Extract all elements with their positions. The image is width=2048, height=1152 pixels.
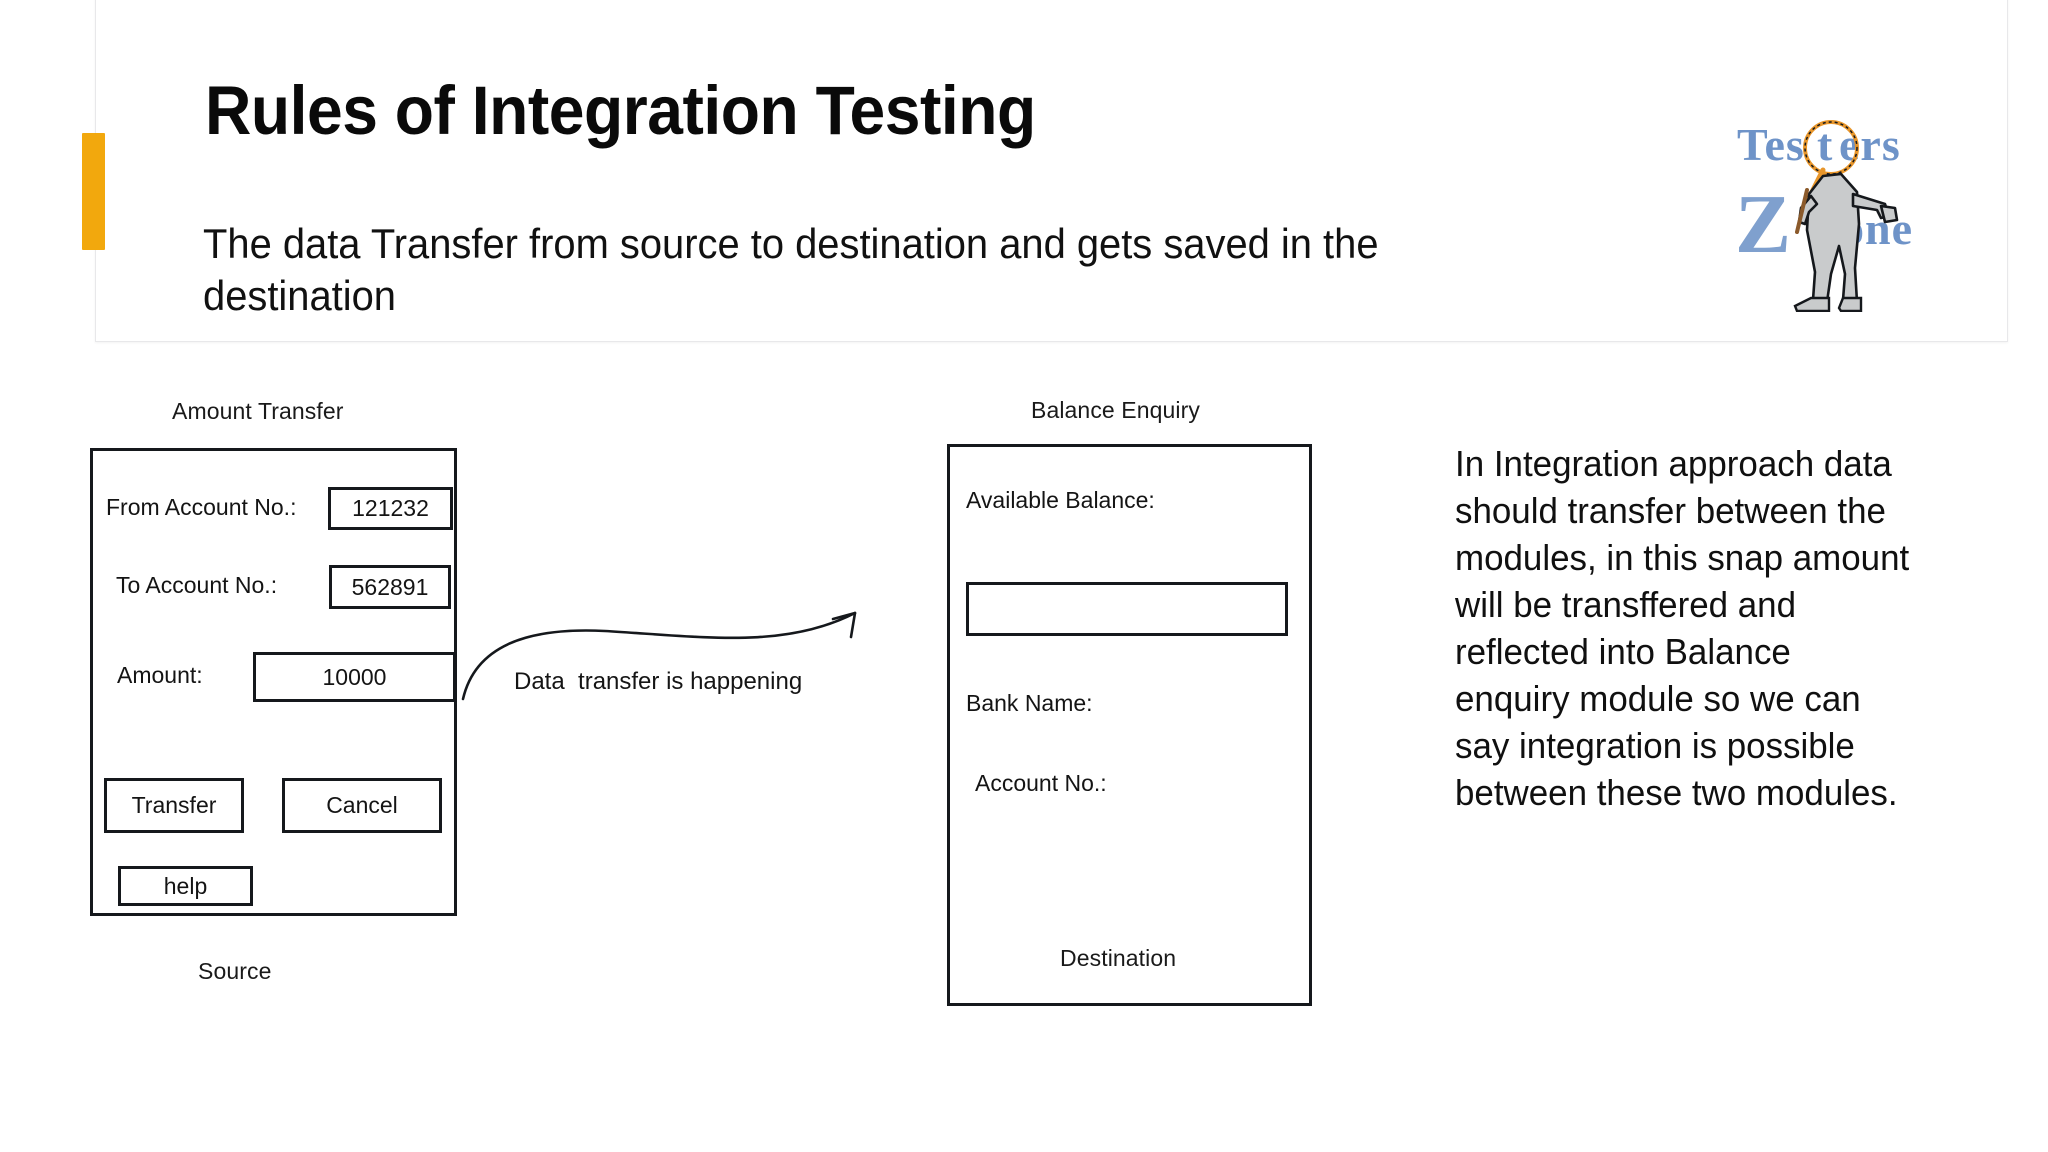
available-balance-input[interactable] [966,582,1288,636]
destination-panel-caption-top: Balance Enquiry [1031,397,1200,423]
page-title: Rules of Integration Testing [205,72,1036,149]
account-no-label: Account No.: [975,770,1107,796]
source-panel-caption-top: Amount Transfer [172,398,344,424]
available-balance-label: Available Balance: [966,487,1155,513]
to-account-input[interactable]: 562891 [329,565,451,609]
to-account-label: To Account No.: [116,572,278,598]
from-account-label: From Account No.: [106,494,297,520]
amount-label: Amount: [117,662,203,688]
header-card [95,0,2008,342]
accent-bar [82,133,105,250]
destination-form-panel [947,444,1312,1006]
data-transfer-arrow [461,611,857,701]
from-account-input[interactable]: 121232 [328,487,453,530]
svg-text:t: t [1817,119,1833,170]
slide-subtitle: The data Transfer from source to destina… [203,220,1379,319]
integration-note-text: In Integration approach data should tran… [1455,443,1910,813]
svg-text:Z: Z [1735,178,1791,271]
amount-input[interactable]: 10000 [253,652,456,702]
help-button[interactable]: help [118,866,253,906]
source-panel-caption-bottom: Source [198,958,272,984]
arrow-caption: Data transfer is happening [514,668,803,695]
cancel-button[interactable]: Cancel [282,778,442,833]
bank-name-label: Bank Name: [966,690,1093,716]
svg-text:Tes: Tes [1737,119,1805,170]
destination-panel-caption-bottom: Destination [1060,945,1177,971]
transfer-button[interactable]: Transfer [104,778,244,833]
testers-zone-logo: Tes t ers Z one [1735,112,1985,313]
